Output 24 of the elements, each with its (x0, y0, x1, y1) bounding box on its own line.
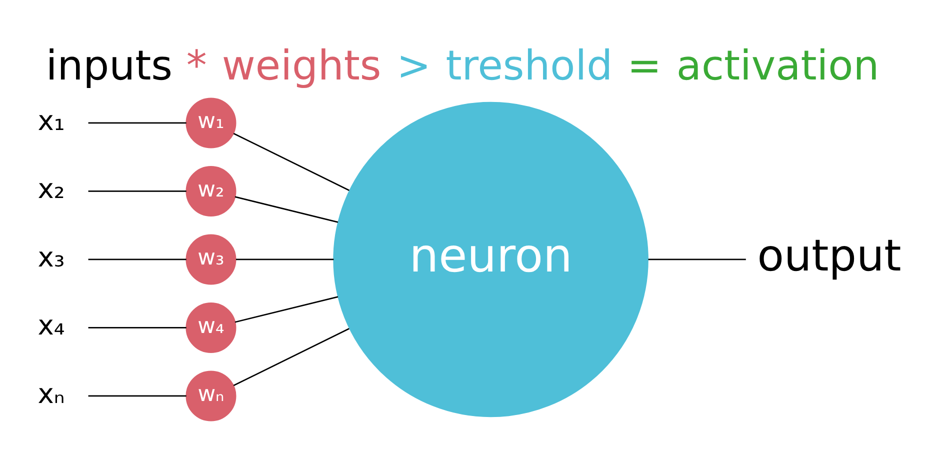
connector (234, 296, 338, 322)
node-text: output (757, 230, 902, 282)
connector (88, 394, 186, 396)
node-text: x₄ (38, 310, 65, 342)
node-text: x₃ (38, 242, 65, 273)
node-circle: w₃ (186, 234, 236, 284)
node-circle: wₙ (186, 370, 236, 421)
connector (648, 258, 746, 260)
node-text: x₁ (38, 105, 65, 136)
connector (236, 258, 334, 260)
diagram-title: inputs * weights > treshold = activation (46, 40, 880, 89)
node-text: x₂ (38, 174, 65, 205)
connector (233, 132, 350, 190)
connector (88, 190, 186, 192)
node-text: xₙ (38, 378, 65, 410)
node-circle: w₂ (186, 165, 236, 216)
connector (88, 326, 186, 328)
connector (233, 327, 350, 386)
node-circle: neuron (333, 101, 648, 417)
connector (88, 258, 186, 260)
connector (88, 122, 186, 124)
node-circle: w₄ (186, 302, 236, 352)
connector (234, 196, 338, 222)
node-circle: w₁ (186, 97, 236, 148)
